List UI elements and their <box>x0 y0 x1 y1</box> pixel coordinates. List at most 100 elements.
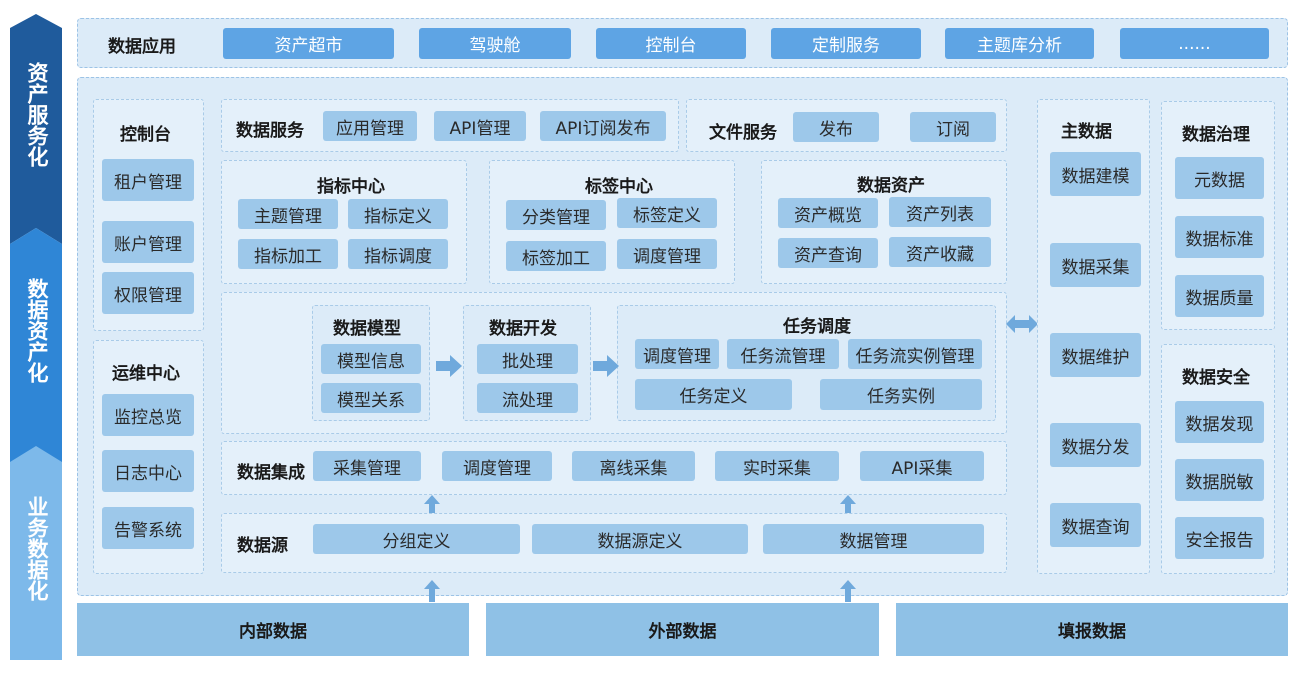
tag-processing-item[interactable]: 标签加工 <box>506 241 606 271</box>
monitor-overview-item[interactable]: 监控总览 <box>102 394 194 436</box>
data-dev-panel: 数据开发 批处理 流处理 <box>463 305 591 421</box>
reported-data-block: 填报数据 <box>896 603 1288 656</box>
api-collection-item[interactable]: API采集 <box>860 451 984 481</box>
realtime-collection-item[interactable]: 实时采集 <box>715 451 839 481</box>
task-schedule-title: 任务调度 <box>783 317 851 337</box>
app-more-button[interactable]: ...... <box>1120 28 1269 59</box>
model-relation-item[interactable]: 模型关系 <box>321 383 421 413</box>
band-data-asset: 数据资产化 <box>10 220 62 470</box>
data-integration-panel: 数据集成 采集管理 调度管理 离线采集 实时采集 API采集 <box>221 441 1007 495</box>
publish-item[interactable]: 发布 <box>793 112 879 142</box>
task-flow-management-item[interactable]: 任务流管理 <box>727 339 839 369</box>
console-panel: 控制台 租户管理 账户管理 权限管理 <box>93 99 204 331</box>
data-source-title: 数据源 <box>237 536 288 556</box>
ops-center-panel: 运维中心 监控总览 日志中心 告警系统 <box>93 340 204 574</box>
task-schedule-management-item[interactable]: 调度管理 <box>635 339 719 369</box>
data-source-definition-item[interactable]: 数据源定义 <box>532 524 748 554</box>
account-management-item[interactable]: 账户管理 <box>102 221 194 263</box>
batch-processing-item[interactable]: 批处理 <box>477 344 578 374</box>
subscribe-item[interactable]: 订阅 <box>910 112 996 142</box>
api-management-item[interactable]: API管理 <box>434 111 526 141</box>
permission-management-item[interactable]: 权限管理 <box>102 272 194 314</box>
data-quality-item[interactable]: 数据质量 <box>1175 275 1264 317</box>
alert-system-item[interactable]: 告警系统 <box>102 507 194 549</box>
arrow-right-icon <box>436 355 462 377</box>
metadata-item[interactable]: 元数据 <box>1175 157 1264 199</box>
band-data-asset-label: 数据资产化 <box>25 278 49 383</box>
stream-processing-item[interactable]: 流处理 <box>477 383 578 413</box>
data-masking-item[interactable]: 数据脱敏 <box>1175 459 1264 501</box>
metric-processing-item[interactable]: 指标加工 <box>238 239 338 269</box>
band-business-data: 业务数据化 <box>10 438 62 660</box>
data-source-panel: 数据源 分组定义 数据源定义 数据管理 <box>221 513 1007 573</box>
data-discovery-item[interactable]: 数据发现 <box>1175 401 1264 443</box>
ops-center-title: 运维中心 <box>112 364 180 384</box>
band-asset-service: 资产服务化 <box>10 14 62 244</box>
arrow-up-icon <box>840 580 856 602</box>
file-service-panel: 文件服务 发布 订阅 <box>686 99 1007 152</box>
app-console-button[interactable]: 控制台 <box>596 28 746 59</box>
data-query-item[interactable]: 数据查询 <box>1050 503 1141 547</box>
data-asset-title: 数据资产 <box>857 176 925 196</box>
topic-management-item[interactable]: 主题管理 <box>238 199 338 229</box>
category-management-item[interactable]: 分类管理 <box>506 200 606 230</box>
data-security-title: 数据安全 <box>1182 368 1250 388</box>
asset-overview-item[interactable]: 资产概览 <box>778 198 878 228</box>
data-integration-title: 数据集成 <box>237 463 305 483</box>
data-model-title: 数据模型 <box>333 319 401 339</box>
tenant-management-item[interactable]: 租户管理 <box>102 159 194 201</box>
tag-definition-item[interactable]: 标签定义 <box>617 198 717 228</box>
band-business-data-label: 业务数据化 <box>25 496 49 601</box>
double-arrow-icon <box>1006 314 1038 334</box>
task-instance-item[interactable]: 任务实例 <box>820 379 982 410</box>
collection-management-item[interactable]: 采集管理 <box>313 451 421 481</box>
model-info-item[interactable]: 模型信息 <box>321 344 421 374</box>
external-data-block: 外部数据 <box>486 603 879 656</box>
app-management-item[interactable]: 应用管理 <box>323 111 417 141</box>
arrow-up-icon <box>424 495 440 515</box>
data-service-title: 数据服务 <box>236 121 304 141</box>
data-management-item[interactable]: 数据管理 <box>763 524 984 554</box>
task-flow-instance-management-item[interactable]: 任务流实例管理 <box>848 339 982 369</box>
data-security-panel: 数据安全 数据发现 数据脱敏 安全报告 <box>1161 344 1275 574</box>
group-definition-item[interactable]: 分组定义 <box>313 524 520 554</box>
data-service-panel: 数据服务 应用管理 API管理 API订阅发布 <box>221 99 679 152</box>
app-asset-market-button[interactable]: 资产超市 <box>223 28 394 59</box>
data-application-title: 数据应用 <box>108 37 176 57</box>
asset-query-item[interactable]: 资产查询 <box>778 238 878 268</box>
task-definition-item[interactable]: 任务定义 <box>635 379 792 410</box>
console-title: 控制台 <box>120 125 171 145</box>
data-asset-panel: 数据资产 资产概览 资产列表 资产查询 资产收藏 <box>761 160 1007 284</box>
api-subscribe-publish-item[interactable]: API订阅发布 <box>540 111 666 141</box>
arrow-right-icon <box>593 355 619 377</box>
file-service-title: 文件服务 <box>709 123 777 143</box>
data-maintenance-item[interactable]: 数据维护 <box>1050 333 1141 377</box>
security-report-item[interactable]: 安全报告 <box>1175 517 1264 559</box>
metric-center-title: 指标中心 <box>317 177 385 197</box>
data-distribution-item[interactable]: 数据分发 <box>1050 423 1141 467</box>
data-dev-title: 数据开发 <box>489 319 557 339</box>
master-data-panel: 主数据 数据建模 数据采集 数据维护 数据分发 数据查询 <box>1037 99 1150 574</box>
tag-center-title: 标签中心 <box>585 177 653 197</box>
data-application-panel: 数据应用 资产超市 驾驶舱 控制台 定制服务 主题库分析 ...... <box>77 18 1288 68</box>
data-standard-item[interactable]: 数据标准 <box>1175 216 1264 258</box>
integration-schedule-management-item[interactable]: 调度管理 <box>442 451 552 481</box>
data-collection-item[interactable]: 数据采集 <box>1050 243 1141 287</box>
master-data-title: 主数据 <box>1061 122 1112 142</box>
asset-list-item[interactable]: 资产列表 <box>889 197 991 227</box>
log-center-item[interactable]: 日志中心 <box>102 450 194 492</box>
band-asset-service-label: 资产服务化 <box>25 62 49 167</box>
asset-favorite-item[interactable]: 资产收藏 <box>889 237 991 267</box>
arrow-up-icon <box>840 495 856 515</box>
metric-definition-item[interactable]: 指标定义 <box>348 199 448 229</box>
app-cockpit-button[interactable]: 驾驶舱 <box>419 28 571 59</box>
offline-collection-item[interactable]: 离线采集 <box>572 451 695 481</box>
metric-center-panel: 指标中心 主题管理 指标定义 指标加工 指标调度 <box>221 160 467 284</box>
tag-center-panel: 标签中心 分类管理 标签定义 标签加工 调度管理 <box>489 160 735 284</box>
data-modeling-item[interactable]: 数据建模 <box>1050 152 1141 196</box>
app-topic-analysis-button[interactable]: 主题库分析 <box>945 28 1094 59</box>
data-governance-panel: 数据治理 元数据 数据标准 数据质量 <box>1161 101 1275 330</box>
schedule-management-item[interactable]: 调度管理 <box>617 239 717 269</box>
app-custom-service-button[interactable]: 定制服务 <box>771 28 921 59</box>
metric-scheduling-item[interactable]: 指标调度 <box>348 239 448 269</box>
